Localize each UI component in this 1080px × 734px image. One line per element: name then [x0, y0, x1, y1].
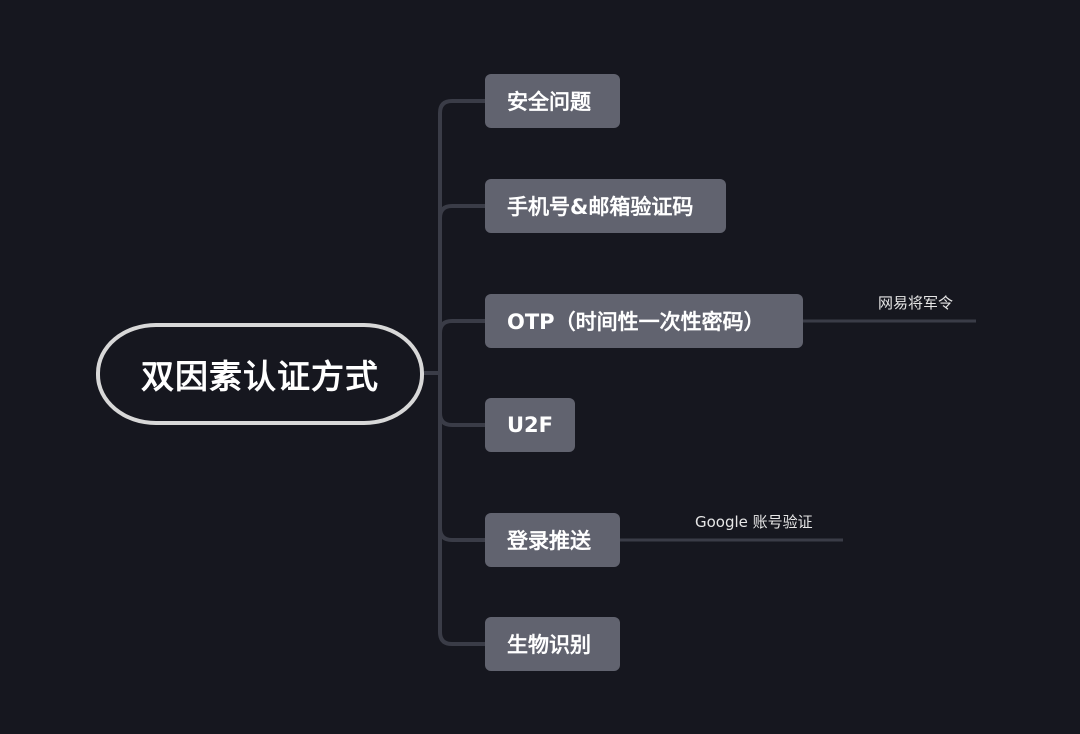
branch-node-security-question[interactable]: 安全问题 — [485, 74, 620, 128]
branch-label: 登录推送 — [507, 529, 591, 553]
branch-connector-3 — [438, 319, 486, 334]
note-login-push: Google 账号验证 — [695, 513, 813, 531]
branch-label: 生物识别 — [507, 633, 591, 657]
branch-node-biometrics[interactable]: 生物识别 — [485, 617, 620, 671]
root-node[interactable]: 双因素认证方式 — [96, 323, 424, 425]
branch-label: OTP（时间性一次性密码） — [507, 310, 765, 334]
branch-node-login-push[interactable]: 登录推送 — [485, 513, 620, 567]
root-node-label: 双因素认证方式 — [141, 357, 379, 396]
branch-label: U2F — [507, 413, 554, 437]
branch-node-sms-email-code[interactable]: 手机号&邮箱验证码 — [485, 179, 726, 233]
note-otp: 网易将军令 — [878, 294, 954, 312]
trunk-line — [438, 99, 453, 646]
branch-node-u2f[interactable]: U2F — [485, 398, 575, 452]
branch-connector-4 — [438, 412, 486, 427]
branch-connector-5 — [438, 527, 486, 542]
branch-label: 安全问题 — [507, 90, 591, 114]
branch-label: 手机号&邮箱验证码 — [507, 195, 694, 219]
branch-node-otp[interactable]: OTP（时间性一次性密码） — [485, 294, 803, 348]
branch-connector-2 — [438, 204, 486, 219]
